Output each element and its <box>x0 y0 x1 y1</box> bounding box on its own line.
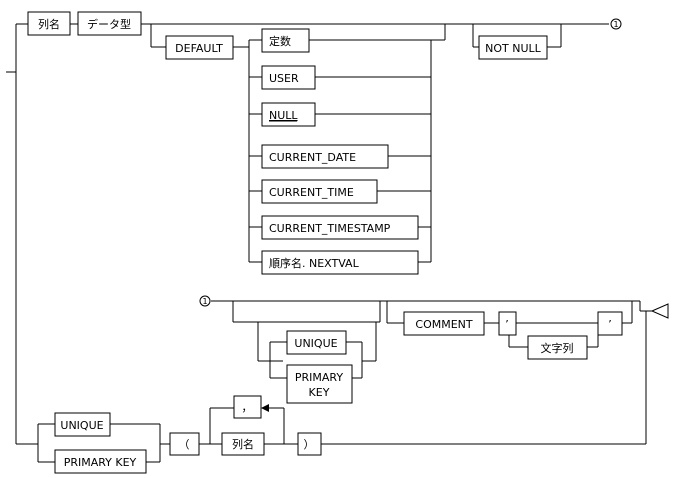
svg-text:NOT NULL: NOT NULL <box>485 42 542 55</box>
continuation-marker-end: 1 <box>610 18 622 30</box>
svg-text:順序名. NEXTVAL: 順序名. NEXTVAL <box>269 256 360 270</box>
box-constant: 定数 <box>261 28 310 53</box>
box-unique-table: UNIQUE <box>54 412 111 437</box>
box-primary-key-table: PRIMARY KEY <box>54 449 147 474</box>
box-paren-close: ） <box>297 432 322 456</box>
box-primary-key-inline: PRIMARY KEY <box>286 364 353 404</box>
svg-text:定数: 定数 <box>269 34 291 48</box>
svg-text:CURRENT_DATE: CURRENT_DATE <box>269 151 356 164</box>
svg-text:USER: USER <box>269 72 299 85</box>
box-string-literal: 文字列 <box>527 335 588 360</box>
svg-text:列名: 列名 <box>232 437 254 451</box>
box-column-name-repeat: 列名 <box>221 432 265 456</box>
svg-text:（: （ <box>179 438 190 451</box>
svg-text:1: 1 <box>613 20 618 29</box>
svg-text:）: ） <box>304 438 315 451</box>
box-column-name: 列名 <box>27 11 71 36</box>
svg-text:データ型: データ型 <box>87 17 131 31</box>
svg-text:CURRENT_TIME: CURRENT_TIME <box>269 186 354 199</box>
box-not-null: NOT NULL <box>478 35 548 60</box>
box-current-time: CURRENT_TIME <box>261 179 378 204</box>
loop-arrow-icon <box>261 404 269 412</box>
box-comma: ， <box>233 395 262 419</box>
box-default: DEFAULT <box>165 35 234 60</box>
svg-text:KEY: KEY <box>309 386 330 399</box>
svg-text:DEFAULT: DEFAULT <box>175 42 223 55</box>
box-comment: COMMENT <box>403 311 485 336</box>
box-paren-open: （ <box>169 432 200 456</box>
svg-text:PRIMARY: PRIMARY <box>295 371 343 384</box>
svg-text:’: ’ <box>608 318 612 331</box>
end-triangle-icon <box>650 303 669 319</box>
svg-text:文字列: 文字列 <box>541 341 574 355</box>
svg-text:UNIQUE: UNIQUE <box>60 419 103 432</box>
svg-text:列名: 列名 <box>38 17 60 31</box>
box-null: NULL <box>261 102 316 127</box>
box-current-timestamp: CURRENT_TIMESTAMP <box>261 215 419 240</box>
box-user: USER <box>261 65 316 90</box>
svg-text:UNIQUE: UNIQUE <box>294 337 337 350</box>
svg-text:1: 1 <box>202 297 207 306</box>
box-current-date: CURRENT_DATE <box>261 144 389 169</box>
svg-text:PRIMARY KEY: PRIMARY KEY <box>64 456 137 469</box>
svg-text:CURRENT_TIMESTAMP: CURRENT_TIMESTAMP <box>269 222 391 235</box>
box-quote-close: ’ <box>597 311 623 336</box>
svg-text:NULL: NULL <box>269 109 298 122</box>
continuation-marker-start: 1 <box>199 295 211 307</box>
box-quote-open: ’ <box>498 311 517 336</box>
box-data-type: データ型 <box>77 11 142 36</box>
svg-text:COMMENT: COMMENT <box>415 318 472 331</box>
svg-text:’: ’ <box>505 318 509 331</box>
connector-lines <box>6 23 652 463</box>
svg-text:，: ， <box>242 401 253 414</box>
box-sequence-nextval: 順序名. NEXTVAL <box>261 250 419 275</box>
box-unique-inline: UNIQUE <box>286 330 347 355</box>
